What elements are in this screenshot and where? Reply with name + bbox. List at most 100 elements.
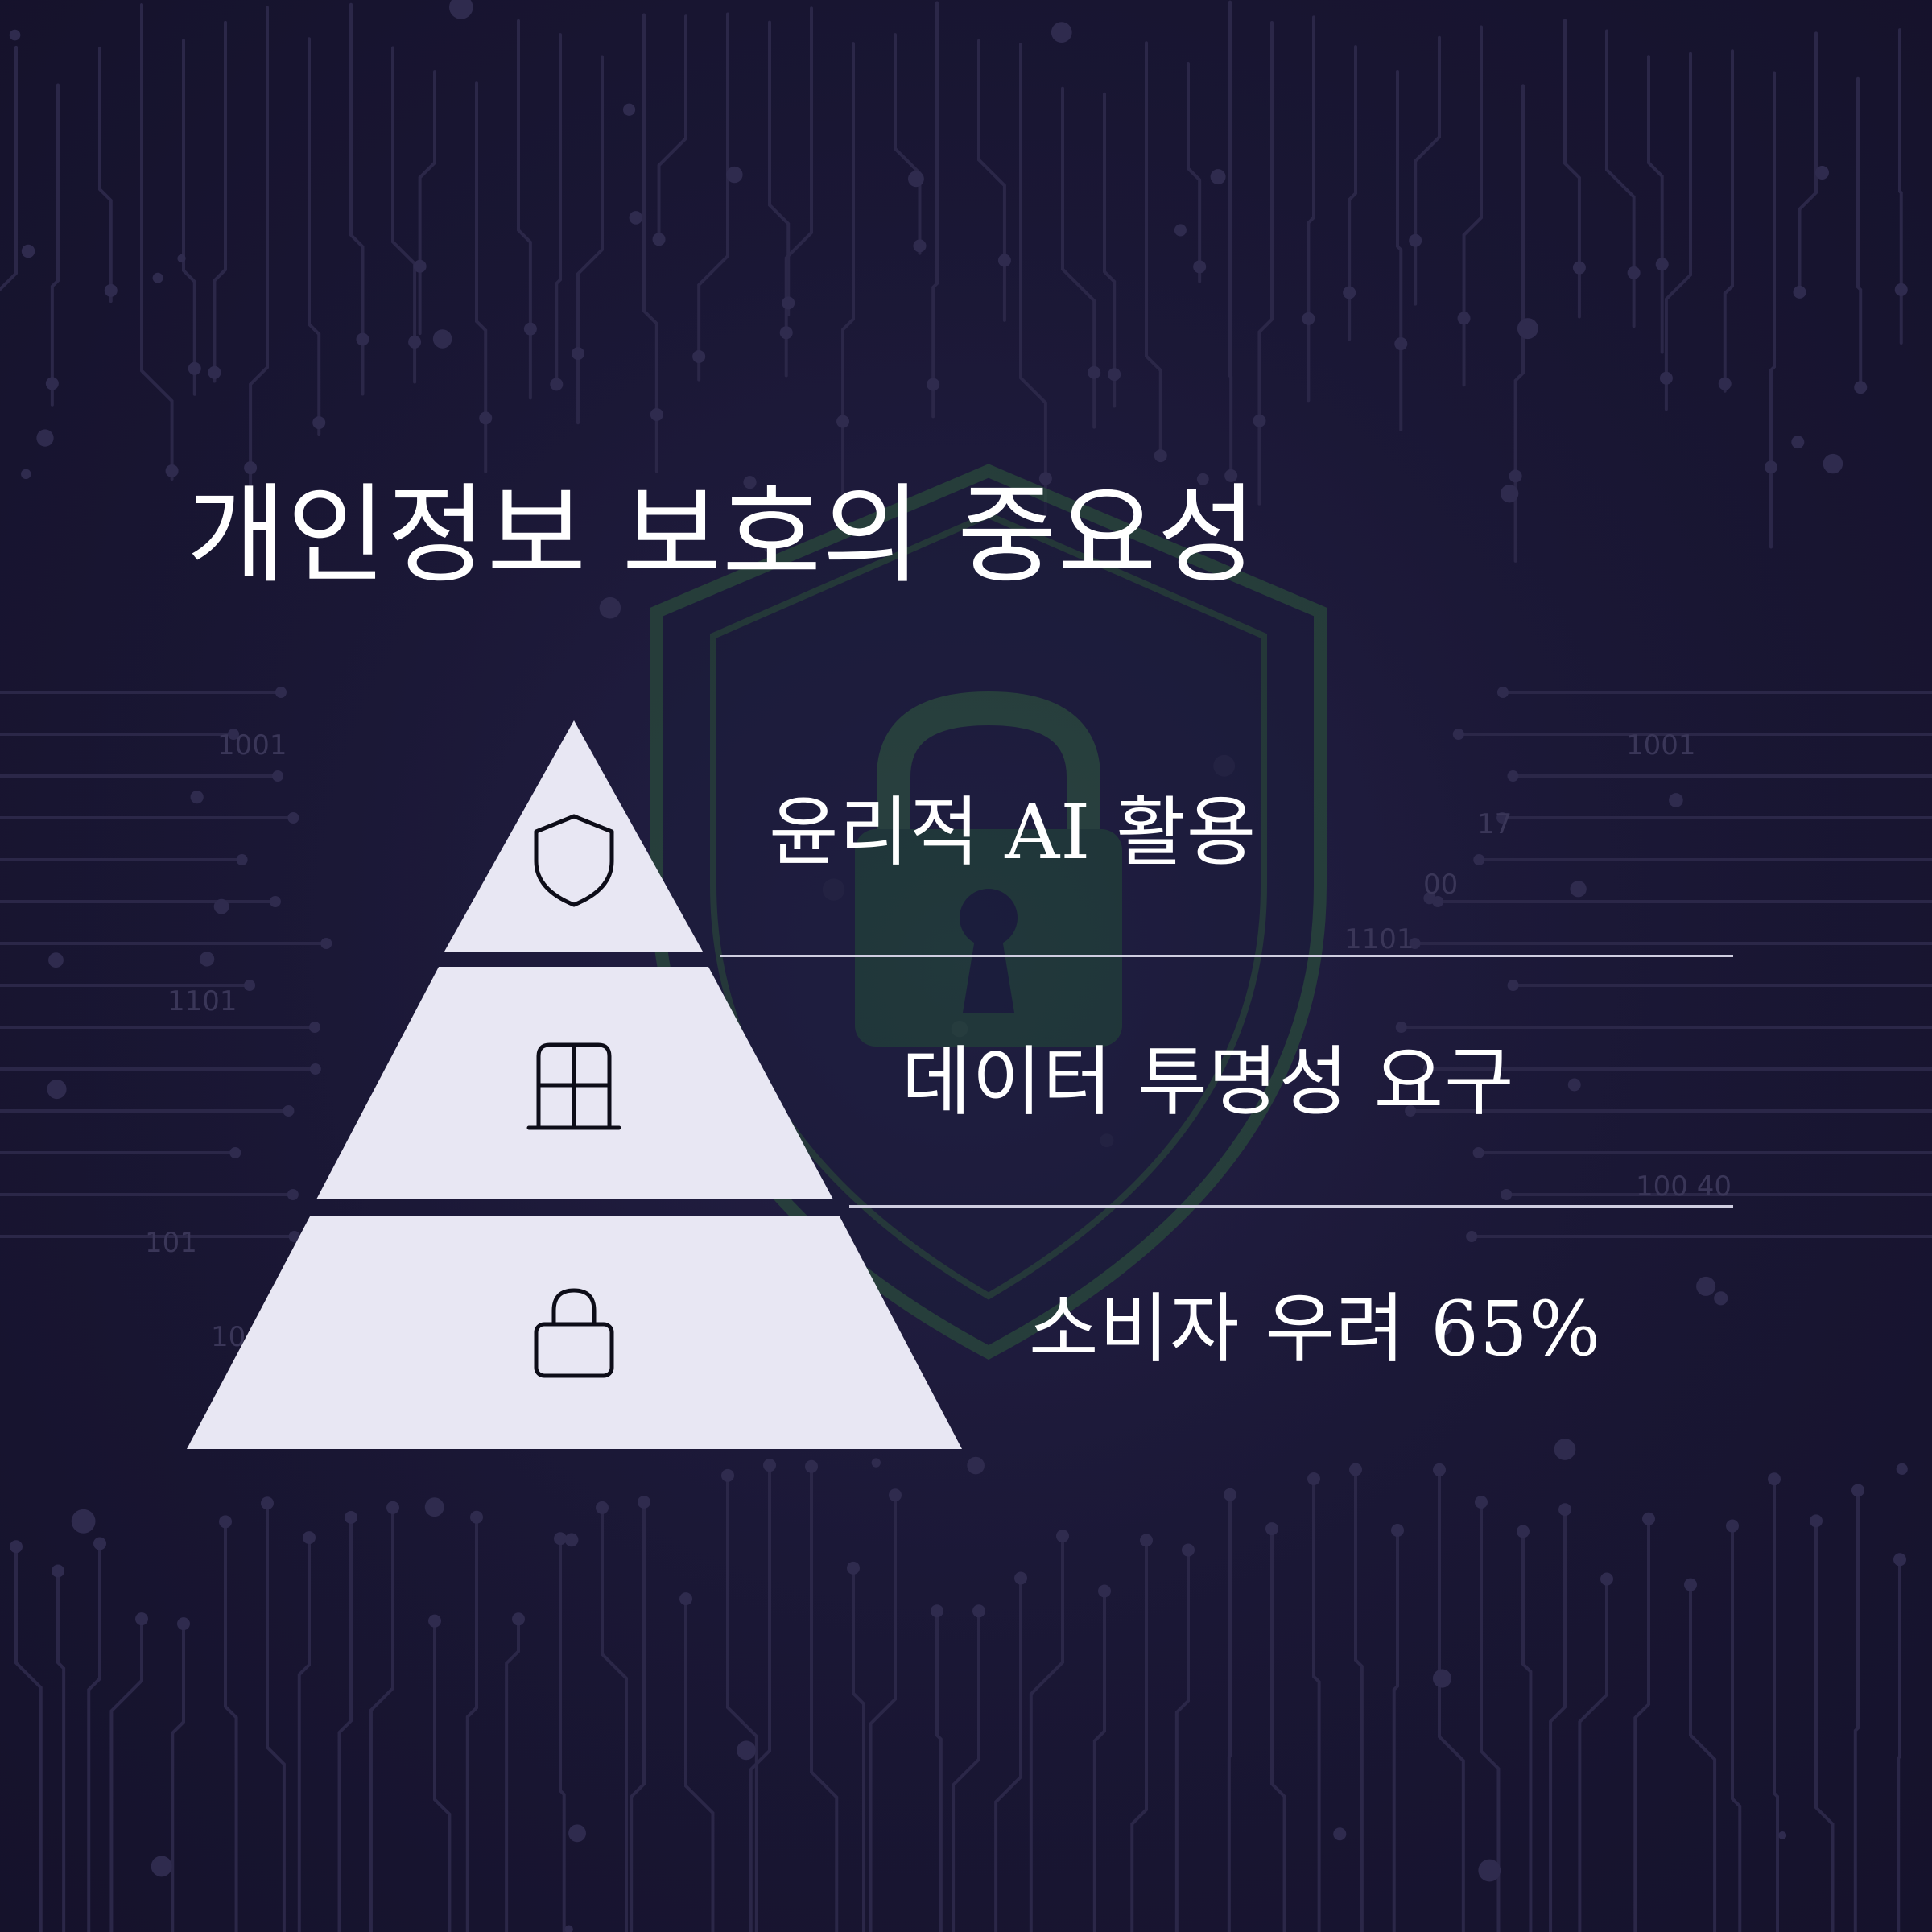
circuit-node — [1108, 368, 1121, 382]
circuit-node — [424, 1497, 444, 1517]
circuit-node — [1714, 1291, 1728, 1306]
circuit-trace — [1480, 1500, 1501, 1932]
circuit-node — [135, 1612, 148, 1626]
circuit-trace — [894, 33, 922, 255]
circuit-node — [1014, 1571, 1027, 1585]
circuit-trace — [869, 1493, 897, 1932]
circuit-trace — [1019, 43, 1047, 517]
circuit-trace — [1061, 86, 1096, 429]
circuit-node — [1302, 312, 1315, 325]
circuit-node — [1496, 687, 1509, 698]
circuit-node — [564, 1533, 579, 1547]
circuit-node — [104, 283, 118, 297]
circuit-node — [1343, 286, 1356, 299]
circuit-node — [308, 1022, 320, 1033]
circuit-trace — [726, 1473, 758, 1932]
page-title: 개인정보 보호의 중요성 — [187, 473, 1257, 598]
circuit-node — [1224, 469, 1238, 482]
circuit-trace — [140, 3, 174, 481]
circuit-node — [1627, 266, 1641, 279]
circuit-node — [1224, 1488, 1236, 1501]
circuit-node — [1433, 1463, 1446, 1476]
circuit-trace — [630, 1500, 646, 1932]
tier-label-ethical-ai: 윤리적 AI 활용 — [769, 789, 1257, 877]
circuit-trace — [475, 81, 488, 473]
circuit-text: 101 — [145, 1227, 197, 1259]
circuit-node — [261, 1496, 274, 1510]
circuit-node — [413, 259, 427, 273]
circuit-node — [470, 1510, 483, 1524]
circuit-node — [721, 1468, 734, 1482]
circuit-trace — [465, 1515, 478, 1932]
circuit-node — [219, 1515, 232, 1529]
circuit-node — [269, 896, 281, 907]
circuit-node — [871, 1458, 881, 1468]
circuit-node — [1570, 881, 1587, 898]
circuit-trace — [369, 1505, 394, 1932]
circuit-node — [1896, 1463, 1908, 1475]
circuit-node — [1405, 1105, 1417, 1117]
circuit-trace — [1227, 1492, 1232, 1932]
circuit-trace — [1029, 1534, 1064, 1932]
circuit-trace — [266, 1501, 286, 1932]
circuit-trace — [1307, 15, 1315, 402]
divider-line — [849, 1205, 1733, 1208]
circuit-text: 00 — [1423, 869, 1458, 901]
circuit-node — [152, 272, 163, 283]
circuit-node — [36, 429, 54, 447]
circuit-trace — [697, 12, 729, 382]
circuit-text: 10 — [211, 1321, 246, 1353]
circuit-trace — [1130, 1538, 1148, 1932]
circuit-trace — [935, 1609, 943, 1932]
circuit-trace — [1521, 1530, 1533, 1932]
circuit-node — [47, 1079, 67, 1100]
circuit-trace — [1187, 62, 1202, 283]
circuit-trace — [1731, 1524, 1742, 1932]
circuit-text: 17 — [1477, 808, 1512, 840]
circuit-node — [479, 411, 493, 425]
circuit-trace — [810, 1464, 839, 1932]
circuit-node — [1554, 1439, 1576, 1460]
circuit-trace — [1354, 1468, 1364, 1932]
circuit-trace — [684, 1597, 715, 1932]
circuit-node — [523, 322, 537, 336]
circuit-node — [312, 416, 326, 430]
circuit-trace — [1563, 19, 1581, 319]
circuit-node — [1793, 285, 1806, 299]
circuit-trace — [213, 20, 227, 383]
circuit-trace — [337, 1515, 353, 1932]
circuit-node — [931, 1604, 943, 1618]
circuit-node — [650, 407, 663, 421]
circuit-trace — [505, 1617, 520, 1932]
circuit-node — [1098, 1584, 1111, 1598]
circuit-trace — [50, 83, 60, 407]
circuit-node — [782, 296, 795, 310]
circuit-node — [1409, 938, 1421, 949]
circuit-trace — [0, 45, 18, 292]
circuit-node — [638, 1495, 650, 1509]
circuit-node — [1391, 1523, 1404, 1537]
circuit-node — [679, 1592, 692, 1606]
tier-label-consumer-concern: 소비자 우려 65% — [1029, 1286, 1602, 1373]
circuit-node — [303, 1531, 316, 1545]
circuit-trace — [1348, 45, 1357, 341]
circuit-node — [1501, 485, 1519, 503]
circuit-node — [550, 378, 564, 391]
pyramid-tier-bottom — [187, 1216, 962, 1449]
circuit-node — [927, 378, 940, 391]
circuit-node — [1423, 892, 1436, 905]
circuit-node — [21, 469, 31, 480]
tier-label-data-transparency: 데이터 투명성 요구 — [902, 1038, 1515, 1126]
circuit-trace — [433, 1619, 452, 1932]
circuit-trace — [1228, 0, 1233, 478]
circuit-node — [1507, 980, 1519, 991]
circuit-node — [1567, 1078, 1581, 1092]
circuit-node — [1457, 312, 1471, 325]
circuit-node — [1478, 1859, 1501, 1882]
circuit-node — [763, 1459, 776, 1472]
circuit-trace — [1414, 35, 1441, 306]
circuit-node — [1154, 449, 1167, 463]
circuit-node — [71, 1509, 96, 1534]
